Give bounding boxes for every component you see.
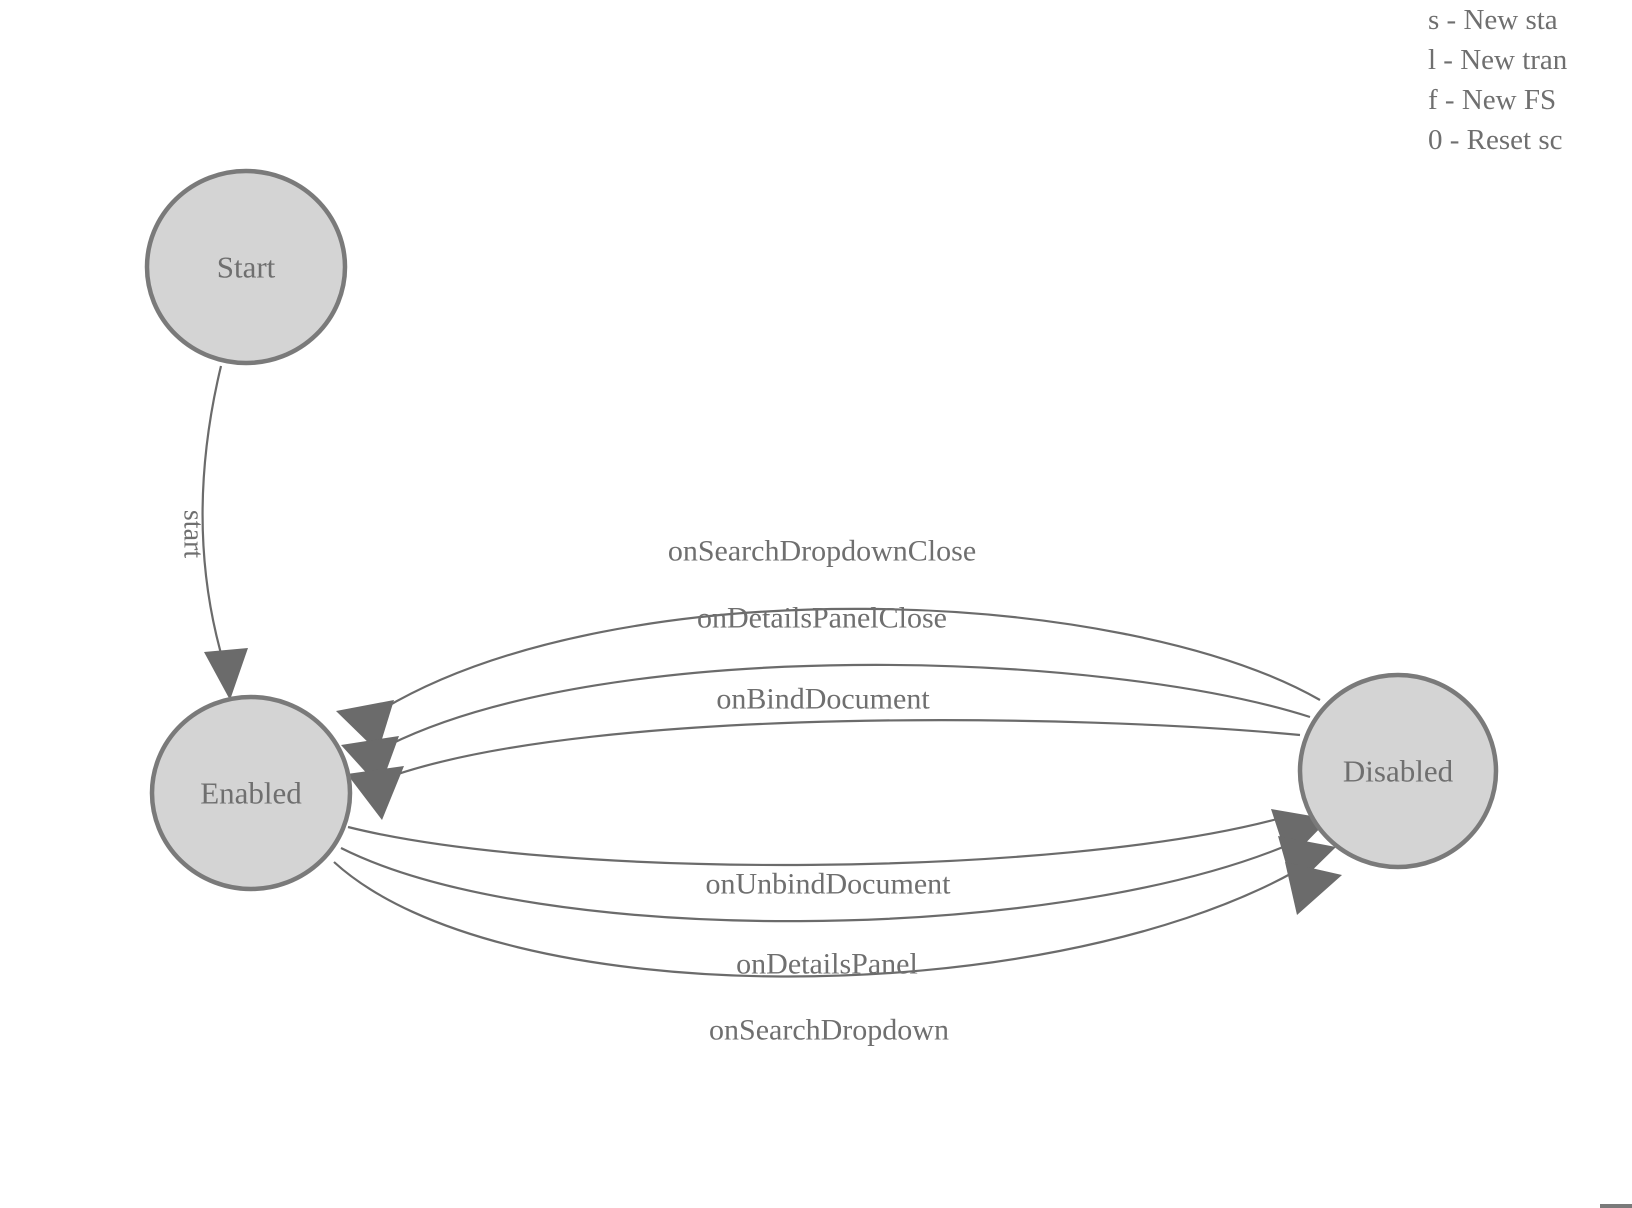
arrowhead-start	[204, 648, 248, 700]
edge-path-onSearchDropdown	[333, 861, 1295, 978]
legend-item-new-fsm: f - New FS	[1428, 84, 1557, 116]
node-enabled[interactable]: Enabled	[149, 694, 353, 892]
edge-path-start	[201, 365, 226, 665]
edge-onSearchDropdownClose[interactable]	[336, 607, 1321, 752]
edge-onUnbindDocument[interactable]	[347, 809, 1329, 867]
edge-label-start: start	[178, 510, 209, 558]
edge-label-onDetailsPanelClose: onDetailsPanelClose	[697, 602, 947, 635]
node-disabled-label: Disabled	[1343, 754, 1454, 789]
node-start-shape	[144, 168, 348, 366]
node-enabled-shape	[149, 694, 353, 892]
edge-path-onDetailsPanelClose	[388, 663, 1311, 746]
edge-label-onDetailsPanel: onDetailsPanel	[736, 948, 918, 981]
node-disabled-shape	[1297, 672, 1499, 870]
node-start-label: Start	[217, 250, 276, 285]
edge-label-onSearchDropdown: onSearchDropdown	[709, 1014, 949, 1047]
edge-onSearchDropdown[interactable]	[333, 861, 1342, 978]
arrowhead-onSearchDropdown	[1285, 862, 1342, 915]
legend-item-new-state: s - New sta	[1428, 4, 1558, 36]
edge-label-onBindDocument: onBindDocument	[716, 683, 930, 716]
edge-onBindDocument[interactable]	[347, 719, 1301, 820]
edge-label-onUnbindDocument: onUnbindDocument	[706, 868, 952, 901]
keyboard-shortcut-legend: s - New sta l - New tran f - New FS 0 - …	[1428, 0, 1632, 160]
edge-path-onSearchDropdownClose	[382, 607, 1321, 710]
edge-path-onBindDocument	[394, 719, 1301, 777]
node-start[interactable]: Start	[144, 168, 348, 366]
arrowhead-onSearchDropdownClose	[336, 700, 394, 752]
legend-item-new-transition: l - New tran	[1428, 44, 1568, 76]
edge-path-onDetailsPanel	[340, 843, 1289, 923]
node-enabled-label: Enabled	[200, 776, 302, 811]
legend-item-reset-scale: 0 - Reset sc	[1428, 124, 1563, 156]
edge-start[interactable]	[201, 365, 248, 700]
node-disabled[interactable]: Disabled	[1297, 672, 1499, 870]
edge-label-onSearchDropdownClose: onSearchDropdownClose	[668, 535, 976, 568]
arrowhead-onBindDocument	[347, 766, 404, 820]
edge-path-onUnbindDocument	[347, 816, 1282, 867]
canvas-corner-marker	[1600, 1172, 1632, 1208]
